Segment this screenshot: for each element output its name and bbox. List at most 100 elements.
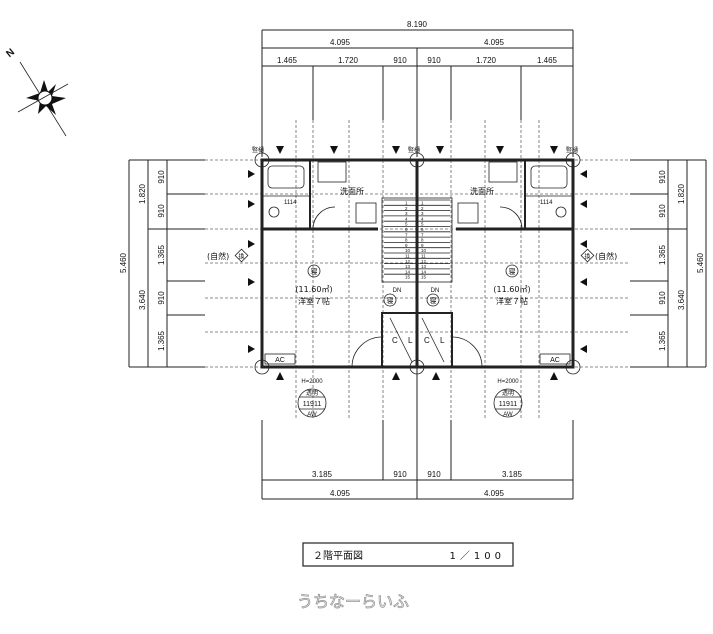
dim-top-seg: 1.465 bbox=[537, 56, 558, 65]
window-material: AW bbox=[307, 412, 317, 418]
stair-step-number: 13 bbox=[405, 264, 411, 269]
dim-right-seg: 910 bbox=[658, 204, 667, 218]
column-label: 竪樋 bbox=[566, 146, 578, 154]
stairs-dn: DN bbox=[393, 288, 402, 294]
dim-top-half: 4.095 bbox=[330, 38, 351, 47]
stair-step-number: 7 bbox=[405, 232, 408, 237]
stair-step-number: 3 bbox=[421, 211, 424, 216]
window-type: 透明 bbox=[306, 389, 318, 397]
dim-right-mid: 3.640 bbox=[677, 289, 686, 310]
toilet-icon bbox=[268, 206, 280, 218]
window-code: 11911 bbox=[303, 401, 322, 408]
washbasin-icon bbox=[317, 161, 347, 183]
hall-mark: 寝 bbox=[387, 296, 394, 305]
stair-step-number: 8 bbox=[421, 238, 424, 243]
bottom-dimensions: 3.185 910 910 3.185 4.095 4.095 bbox=[261, 367, 574, 500]
dim-bottom-seg: 910 bbox=[393, 470, 407, 479]
dim-bottom-seg: 3.185 bbox=[502, 470, 523, 479]
window-material: AW bbox=[503, 412, 513, 418]
stair-step-number: 5 bbox=[421, 222, 424, 227]
column-label: 竪樋 bbox=[252, 146, 264, 154]
dim-top-seg: 1.720 bbox=[476, 56, 497, 65]
dim-right-seg: 1.365 bbox=[658, 244, 667, 265]
stair-step-number: 9 bbox=[421, 243, 424, 248]
room-name: 洋室７帖 bbox=[496, 296, 528, 306]
dim-bottom-half: 4.095 bbox=[484, 489, 505, 498]
compass-rose-icon: N bbox=[4, 47, 69, 137]
bathtub-icon bbox=[267, 165, 305, 189]
stairs-dn: DN bbox=[431, 288, 440, 294]
door-swing-icon bbox=[351, 336, 383, 368]
ac-unit bbox=[539, 353, 571, 365]
room-name: 洋室７帖 bbox=[298, 296, 330, 306]
section-markers bbox=[248, 146, 587, 380]
room-mark: 寝 bbox=[311, 267, 318, 276]
washer-icon bbox=[457, 202, 479, 224]
column-label: 竪樋 bbox=[408, 146, 420, 154]
room-area: (11.60㎡) bbox=[493, 285, 530, 294]
dim-left-mid: 3.640 bbox=[138, 289, 147, 310]
dim-left-seg: 910 bbox=[157, 204, 166, 218]
stair-step-number: 4 bbox=[405, 216, 408, 221]
stair-step-number: 11 bbox=[421, 254, 426, 259]
dim-left-seg: 910 bbox=[157, 170, 166, 184]
bath-code: 1114 bbox=[284, 200, 297, 206]
stair-step-number: 13 bbox=[421, 264, 427, 269]
dim-left-seg: 1.365 bbox=[157, 330, 166, 351]
ac-unit bbox=[264, 353, 296, 365]
dim-bottom-half: 4.095 bbox=[330, 489, 351, 498]
stair-step-number: 8 bbox=[405, 238, 408, 243]
vent-label: (自然) bbox=[207, 251, 229, 261]
watermark: うちなーらいふ bbox=[297, 592, 409, 611]
dim-top-seg: 1.465 bbox=[277, 56, 298, 65]
stair-step-number: 15 bbox=[421, 275, 427, 280]
stair-step-number: 11 bbox=[405, 254, 410, 259]
dim-right-seg: 1.365 bbox=[658, 330, 667, 351]
closet-l: L bbox=[440, 336, 445, 345]
stair-step-number: 12 bbox=[405, 259, 411, 264]
stair-step-number: 14 bbox=[405, 269, 411, 274]
stair-step-number: 1 bbox=[421, 201, 424, 206]
closet-l: L bbox=[408, 336, 413, 345]
unit-left: 洗面所 1114 寝 (11.60㎡) 洋室７帖 (自然) 換 AC C L H… bbox=[207, 186, 413, 418]
fixtures bbox=[264, 161, 571, 368]
stair-step-number: 2 bbox=[405, 206, 408, 211]
closet-c: C bbox=[392, 336, 398, 345]
dim-right-seg: 910 bbox=[658, 170, 667, 184]
stair-step-number: 14 bbox=[421, 269, 427, 274]
dim-top-seg: 910 bbox=[427, 56, 441, 65]
dim-right-mid: 1.820 bbox=[677, 183, 686, 204]
dim-left-seg: 910 bbox=[157, 291, 166, 305]
stair-step-number: 2 bbox=[421, 206, 424, 211]
door-swing-icon bbox=[312, 206, 336, 230]
window-height: H=2000 bbox=[497, 379, 519, 385]
stair-step-number: 6 bbox=[405, 227, 408, 232]
dim-left-seg: 1.365 bbox=[157, 244, 166, 265]
left-dimensions: 5.460 1.820 3.640 910 910 1.365 910 1.36… bbox=[119, 159, 205, 368]
bath-code: 1114 bbox=[540, 200, 553, 206]
dim-bottom-seg: 910 bbox=[427, 470, 441, 479]
dim-top-seg: 910 bbox=[393, 56, 407, 65]
dim-left-mid: 1.820 bbox=[138, 183, 147, 204]
stair-step-number: 10 bbox=[405, 248, 411, 253]
stair-step-number: 3 bbox=[405, 211, 408, 216]
dim-left-total: 5.460 bbox=[119, 252, 128, 273]
bathtub-icon bbox=[530, 165, 568, 189]
stair-step-number: 5 bbox=[405, 222, 408, 227]
right-dimensions: 910 910 1.365 910 1.365 1.820 3.640 5.46… bbox=[630, 159, 707, 368]
vent-mark: 換 bbox=[584, 253, 590, 261]
stair-step-number: 15 bbox=[405, 275, 411, 280]
hall-mark: 寝 bbox=[430, 296, 437, 305]
door-swing-icon bbox=[499, 206, 523, 230]
window-type: 透明 bbox=[502, 389, 514, 397]
vent-label: (自然) bbox=[595, 251, 617, 261]
stair-step-number: 7 bbox=[421, 232, 424, 237]
washer-icon bbox=[355, 202, 377, 224]
stair-step-number: 4 bbox=[421, 216, 424, 221]
window-tag: H=2000 透明 11911 AW bbox=[493, 379, 523, 418]
washroom-label: 洗面所 bbox=[470, 186, 494, 196]
drawing-title: ２階平面図 bbox=[313, 550, 363, 562]
columns: 竪樋 竪樋 竪樋 bbox=[252, 146, 581, 375]
